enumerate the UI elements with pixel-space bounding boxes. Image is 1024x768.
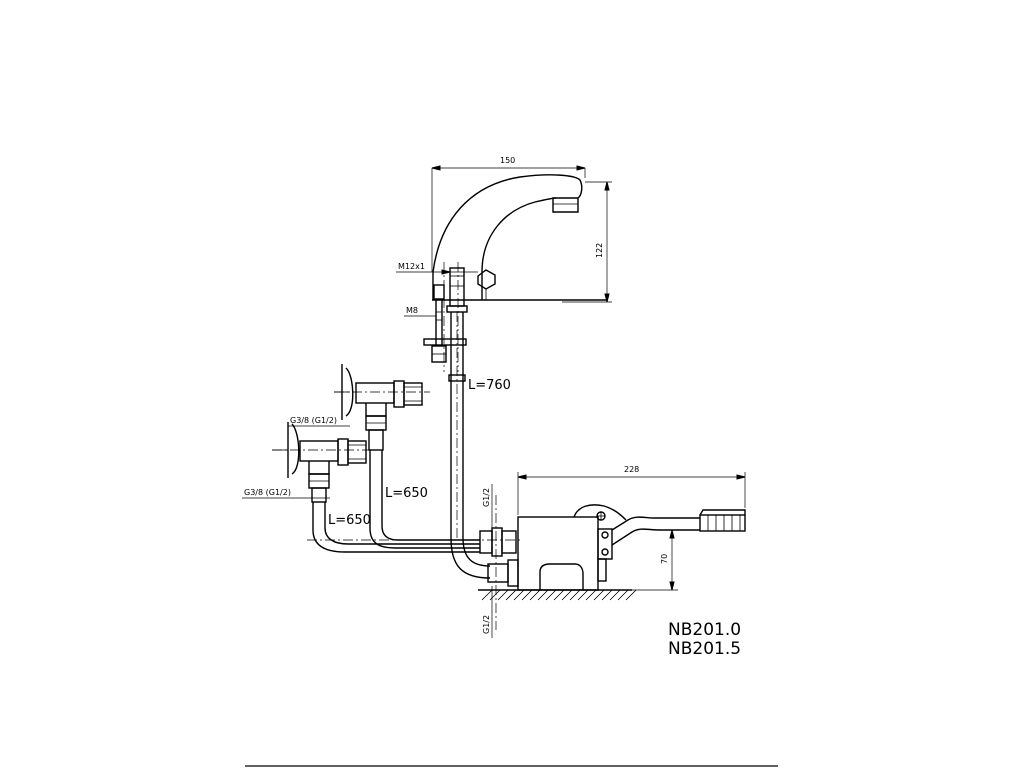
hatch-line [569,589,581,601]
hatch-line [593,589,605,601]
riser-hose: L=760 [448,312,511,540]
thread-m12-label: M12x1 [398,262,425,271]
faucet-spout [432,174,608,301]
valve-outlet-thread: G1/2 [482,615,491,634]
hatch-line [545,589,557,601]
dim-228-label: 228 [624,465,639,474]
hatch-line [521,589,533,601]
hatch-line [529,589,541,601]
upper-angle-valve [334,364,430,451]
dim-150-label: 150 [500,156,515,165]
model-number-2: NB201.5 [668,639,741,659]
hatch-line [561,589,573,601]
dim-122-label: 122 [595,243,604,258]
dimension-reach: 150 [431,156,586,272]
dim-70-label: 70 [660,554,669,564]
upper-hose-length: L=650 [385,486,428,501]
hatch-line [601,589,613,601]
thread-m8-label: M8 [406,306,418,315]
dimension-height: 122 [562,181,612,303]
lower-angle-valve: G3/8 (G1/2) G3/8 (G1/2) [242,416,372,503]
hatch-line [577,589,589,601]
lower-hose-length: L=650 [328,513,371,528]
valve-thread-labels: G1/2 G1/2 [482,484,493,638]
hatch-line [497,589,509,601]
hatch-line [513,589,525,601]
dimension-length: 228 [517,465,746,515]
valve-inlet-thread: G1/2 [482,488,491,507]
hatch-line [537,589,549,601]
supply-hoses: L=650 L=650 [307,450,520,579]
hatch-line [617,589,629,601]
hatch-line [481,589,493,601]
dimension-valve-height: 70 [632,529,678,591]
upper-inlet-thread: G3/8 (G1/2) [290,416,337,425]
lower-inlet-thread: G3/8 (G1/2) [244,488,291,497]
mounting-assembly: M12x1 M8 [396,262,478,372]
hatch-line [553,589,565,601]
hatch-line [585,589,597,601]
hatch-line [609,589,621,601]
hatch-line [505,589,517,601]
riser-hose-length: L=760 [468,378,511,393]
hatch-line [489,589,501,601]
hatch-line [625,589,637,601]
foot-valve [479,495,746,630]
model-number-1: NB201.0 [668,620,741,640]
model-designations: NB201.0 NB201.5 [668,620,741,659]
floor-hatching [478,589,637,601]
